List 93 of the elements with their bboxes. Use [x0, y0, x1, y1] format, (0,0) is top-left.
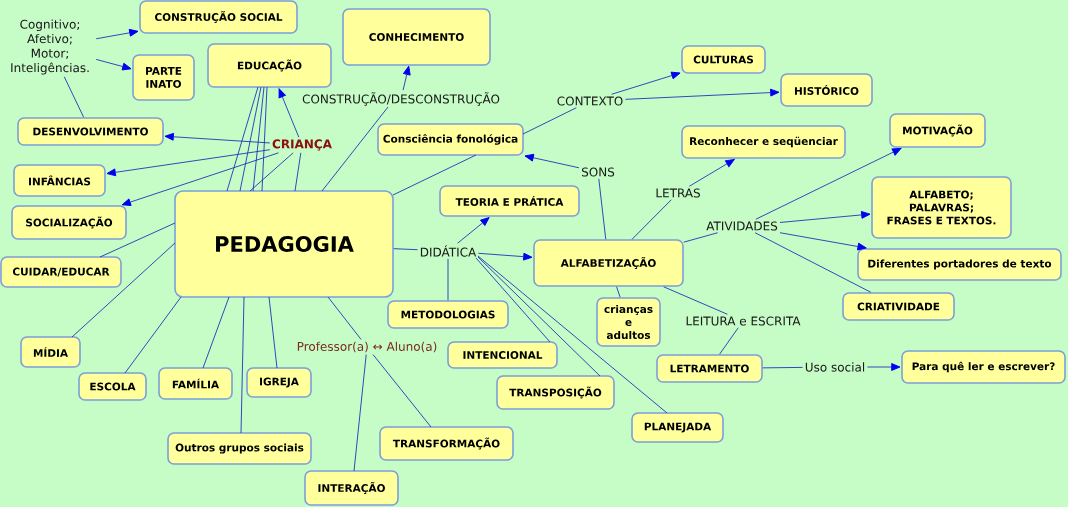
connector-arrow	[278, 88, 300, 138]
link-label: CONSTRUÇÃO/DESCONSTRUÇÃO	[302, 92, 500, 106]
connector-line	[71, 242, 176, 338]
connector-arrow	[779, 232, 867, 251]
connector-line	[598, 178, 607, 240]
concept-box: CONSTRUÇÃO SOCIAL	[139, 0, 298, 34]
concept-box: Outros grupos sociais	[167, 432, 312, 465]
connector-line	[124, 296, 182, 374]
connector-line	[719, 327, 739, 355]
connector-arrow	[95, 28, 139, 40]
concept-box: CRIATIVIDADE	[842, 292, 955, 321]
concept-box: HISTÓRICO	[780, 73, 873, 107]
connector-line	[477, 256, 601, 377]
concept-box: IGREJA	[246, 367, 312, 398]
concept-box: crianças e adultos	[596, 297, 661, 347]
connector-arrow	[866, 363, 901, 371]
connector-arrow	[625, 88, 780, 100]
concept-box: INTERAÇÃO	[304, 470, 399, 506]
concept-box: PLANEJADA	[631, 412, 724, 443]
link-label: Uso social	[805, 362, 865, 372]
connector-line	[393, 248, 418, 251]
connector-arrow	[524, 153, 580, 169]
connector-line	[99, 222, 176, 258]
connector-line	[239, 86, 262, 192]
connector-line	[294, 152, 302, 192]
connector-arrow	[688, 159, 735, 187]
concept-box: ALFABETIZAÇÃO	[533, 239, 684, 287]
concept-box: TRANSFORMAÇÃO	[379, 426, 514, 461]
connector-line	[327, 296, 362, 340]
connector-line	[631, 199, 672, 240]
connector-arrow	[164, 132, 271, 144]
connector-arrow	[611, 71, 681, 95]
connector-line	[226, 86, 259, 192]
connector-line	[202, 296, 230, 369]
connector-arrow	[779, 211, 871, 223]
connector-line	[372, 354, 432, 428]
concept-box: PEDAGOGIA	[174, 190, 394, 298]
connector-line	[477, 255, 668, 414]
connector-arrow	[402, 65, 411, 91]
link-label: CONTEXTO	[557, 96, 623, 106]
concept-box: ESCOLA	[78, 372, 147, 401]
connector-line	[261, 86, 268, 192]
concept-box: SOCIALIZAÇÃO	[11, 205, 127, 240]
link-label: Professor(a) ↔ Aluno(a)	[297, 341, 437, 353]
connector-line	[321, 106, 389, 192]
concept-box: ALFABETO; PALAVRAS; FRASES E TEXTOS.	[871, 176, 1012, 239]
link-label: Cognitivo; Afetivo; Motor; Inteligências.	[11, 19, 89, 75]
concept-box: INFÂNCIAS	[13, 164, 106, 197]
connector-line	[252, 86, 265, 192]
concept-box: CUIDAR/EDUCAR	[0, 256, 122, 288]
concept-box: FAMÍLIA	[158, 367, 233, 400]
connector-line	[447, 258, 449, 301]
link-label: SONS	[581, 167, 615, 177]
connector-arrow	[755, 147, 902, 220]
concept-box: Para quê ler e escrever?	[901, 350, 1066, 384]
link-label: LETRAS	[656, 188, 700, 198]
concept-box: Consciência fonológica	[377, 123, 524, 156]
connector-line	[663, 286, 728, 315]
connector-line	[240, 296, 245, 434]
link-label: ATIVIDADES	[706, 221, 778, 231]
link-label: DIDÁTICA	[420, 245, 477, 257]
link-label: LEITURA e ESCRITA	[686, 316, 801, 326]
concept-box: EDUCAÇÃO	[207, 43, 332, 88]
connector-line	[268, 296, 278, 369]
concept-box: Reconhecer e seqüenciar	[681, 125, 846, 159]
connector-line	[522, 107, 577, 135]
connector-line	[392, 154, 477, 196]
connector-line	[353, 354, 367, 472]
connector-line	[249, 152, 294, 192]
connector-arrow	[106, 149, 271, 177]
connector-arrow	[95, 58, 132, 71]
connector-line	[762, 366, 804, 369]
connector-line	[754, 232, 872, 293]
concept-box: CULTURAS	[681, 45, 766, 74]
connector-arrow	[478, 252, 533, 261]
link-label: CRIANÇA	[272, 139, 332, 151]
concept-box: INTENCIONAL	[447, 341, 558, 369]
connector-arrow	[121, 152, 279, 206]
concept-box: METODOLOGIAS	[387, 300, 509, 329]
concept-box: PARTE INATO	[132, 54, 195, 101]
concept-box: TRANSPOSIÇÃO	[496, 375, 615, 410]
connector-line	[475, 257, 551, 343]
concept-box: MOTIVAÇÃO	[889, 113, 986, 148]
concept-box: CONHECIMENTO	[342, 8, 491, 66]
concept-box: LETRAMENTO	[656, 354, 763, 383]
connector-line	[63, 76, 85, 118]
concept-box: DESENVOLVIMENTO	[17, 117, 164, 146]
concept-box: MÍDIA	[20, 336, 81, 368]
connector-line	[683, 232, 719, 243]
connector-arrow	[457, 217, 490, 244]
concept-box: TEORIA E PRÁTICA	[439, 185, 580, 217]
concept-box: Diferentes portadores de texto	[857, 248, 1062, 281]
connector-line	[616, 286, 621, 298]
